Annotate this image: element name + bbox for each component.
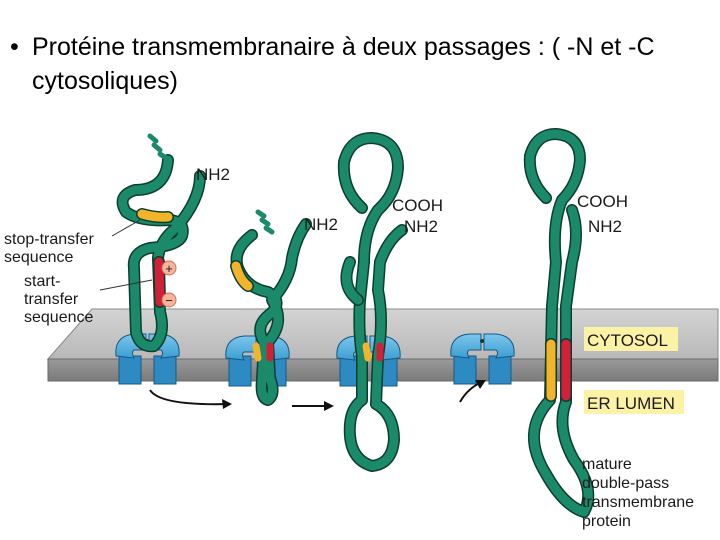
cooh-label-4: COOH <box>577 192 628 211</box>
er-lumen-box: ER LUMEN <box>584 390 684 414</box>
terminal-labels: NH2 NH2 COOH NH2 COOH NH2 <box>196 165 628 236</box>
nh2-label-1: NH2 <box>196 165 230 184</box>
translocon-4 <box>450 333 515 385</box>
start-transfer-label: start- transfer sequence <box>24 273 93 326</box>
pointer-lines <box>99 219 153 291</box>
charge-markers: + − <box>161 260 177 308</box>
cytosol-label: CYTOSOL <box>587 331 668 350</box>
mature-line-1: mature <box>582 456 632 473</box>
stop-transfer-line-1: stop-transfer <box>4 231 94 248</box>
start-transfer-line-1: start- <box>24 273 60 290</box>
er-lumen-label: ER LUMEN <box>587 394 675 413</box>
start-transfer-line-2: transfer <box>24 291 79 308</box>
protein-stage-2 <box>230 209 312 406</box>
stop-transfer-label: stop-transfer sequence <box>4 231 94 266</box>
mature-line-2: double-pass <box>582 475 669 492</box>
process-arrows <box>149 380 486 411</box>
mature-line-3: transmembrane <box>582 494 694 511</box>
cytosol-box: CYTOSOL <box>584 327 678 351</box>
slide-title: • Protéine transmembranaire à deux passa… <box>10 30 710 98</box>
protein-stage-3 <box>337 132 408 472</box>
protein-stage-1 <box>116 133 206 353</box>
minus-sign: − <box>165 293 173 308</box>
mature-line-4: protein <box>582 513 631 530</box>
title-text: Protéine transmembranaire à deux passage… <box>32 33 655 95</box>
mature-protein-label: mature double-pass transmembrane protein <box>582 456 694 530</box>
nh2-label-3: NH2 <box>404 217 438 236</box>
protein-mature <box>523 128 595 518</box>
cooh-label-3: COOH <box>392 196 443 215</box>
nh2-label-2: NH2 <box>304 215 338 234</box>
arrow-step-1 <box>149 389 231 406</box>
stop-transfer-line-2: sequence <box>4 249 73 266</box>
bullet-marker: • <box>10 33 19 61</box>
plus-sign: + <box>165 261 173 276</box>
start-transfer-line-3: sequence <box>24 309 93 326</box>
nh2-label-4: NH2 <box>588 217 622 236</box>
